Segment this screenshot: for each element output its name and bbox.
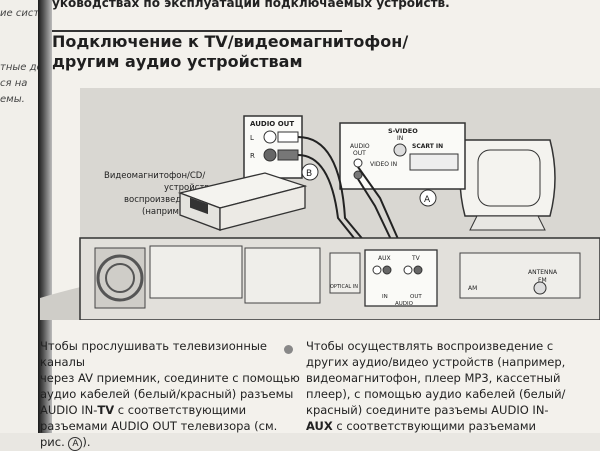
book-gutter [38, 0, 52, 433]
receiver-audio-label: AUDIO [395, 301, 414, 307]
fm-label: FM [538, 277, 547, 284]
tv-back-panel: S-VIDEO IN AUDIO OUT VIDEO IN SCART IN [339, 122, 466, 190]
callout-b-label: B [306, 169, 312, 179]
tv-audio-l-jack [353, 158, 363, 168]
vcr-device [177, 172, 308, 231]
p2-line: видеомагнитофон, плеер MP3, кассетный [306, 371, 561, 385]
bullet-icon [284, 345, 293, 354]
svideo-label: S-VIDEO [388, 127, 418, 135]
p2-line: плеер), с помощью аудио кабелей (белый/ [306, 387, 566, 401]
p2-line: красный) соедините разъемы AUDIO IN- [306, 403, 549, 417]
p1-line: Чтобы прослушивать телевизионные каналы [40, 339, 268, 369]
cable-a-white [357, 166, 403, 249]
paragraph-tv-audio: Чтобы прослушивать телевизионные каналы … [40, 338, 310, 451]
tv-audio-label: AUDIO [350, 143, 370, 150]
cable-a-red [357, 178, 396, 249]
callout-a-circle [419, 189, 437, 207]
page-content: уководствах по эксплуатации подключаемых… [40, 0, 600, 451]
previous-page-edge: ие систе тные дон ся на емы. [0, 0, 49, 433]
section-title: Подключение к TV/видеомагнитофон/ другим… [52, 32, 408, 72]
left-text-line: тные дон [0, 62, 50, 73]
left-text-line: ся на [0, 78, 28, 89]
plug-l [277, 131, 299, 143]
connection-diagram: S-VIDEO IN AUDIO OUT VIDEO IN SCART IN A… [40, 88, 600, 320]
cable-b-red [297, 154, 363, 249]
top-text-line: уководствах по эксплуатации подключаемых… [52, 0, 450, 10]
audio-out-l-jack [263, 130, 277, 144]
p1-line: через AV приемник, соедините с помощью [40, 371, 300, 385]
p1-line: аудио кабелей (белый/красный) разъемы [40, 387, 294, 401]
cooling-fan [94, 247, 146, 309]
left-text-line: ие систе [0, 8, 46, 19]
audio-out-panel: AUDIO OUT L R [243, 115, 303, 179]
receiver-out-label: OUT [410, 294, 422, 300]
receiver-in-label: IN [382, 294, 388, 300]
svideo-in-label: IN [397, 135, 403, 142]
preamp-outputs [244, 247, 321, 304]
audio-out-r-label: R [250, 152, 255, 160]
p1-line: разъемами AUDIO OUT телевизора (см. [40, 419, 278, 433]
p2-line: AUX с соответствующими разъемами [306, 419, 536, 433]
antenna-block [459, 252, 581, 299]
tv-outline [459, 139, 556, 231]
callout-a-ref: A [68, 437, 83, 451]
p1-line: рис. A). [40, 435, 91, 451]
audio-out-r-jack [263, 148, 277, 162]
audio-in-block [364, 249, 438, 307]
antenna-label: ANTENNA [528, 269, 558, 276]
callout-b-circle [301, 163, 319, 181]
am-label: AM [468, 285, 477, 292]
scart-in-label: SCART IN [412, 143, 443, 150]
scart-connector [409, 153, 459, 171]
aux-label: AUX [378, 255, 391, 262]
audio-out-label: AUDIO OUT [250, 120, 294, 128]
tv-in-label: TV [411, 255, 421, 262]
p2-line: других аудио/видео устройств (например, [306, 355, 566, 369]
tv-video-in-label: VIDEO IN [370, 161, 397, 168]
receiver-rear-panel: OPTICAL IN AUX TV IN OUT AUDIO ANTENNA F… [79, 237, 600, 320]
title-line-2: другим аудио устройствам [52, 52, 303, 71]
left-text-line: емы. [0, 94, 25, 105]
speaker-terminals [149, 245, 243, 299]
callout-a-label: A [424, 195, 431, 205]
p2-line: Чтобы осуществлять воспроизведение с [306, 339, 554, 353]
cable-b-white [297, 136, 371, 249]
title-line-1: Подключение к TV/видеомагнитофон/ [52, 32, 409, 51]
title-rule [52, 30, 342, 32]
audio-out-l-label: L [250, 134, 254, 142]
p1-line: AUDIO IN-TV с соответствующими [40, 403, 247, 417]
optical-block [329, 252, 361, 294]
optical-in-label: OPTICAL IN [330, 284, 358, 290]
tv-out-label: OUT [353, 150, 366, 157]
svideo-jack [393, 143, 407, 157]
plug-r [277, 149, 299, 161]
paragraph-aux-audio: Чтобы осуществлять воспроизведение с дру… [284, 338, 600, 434]
